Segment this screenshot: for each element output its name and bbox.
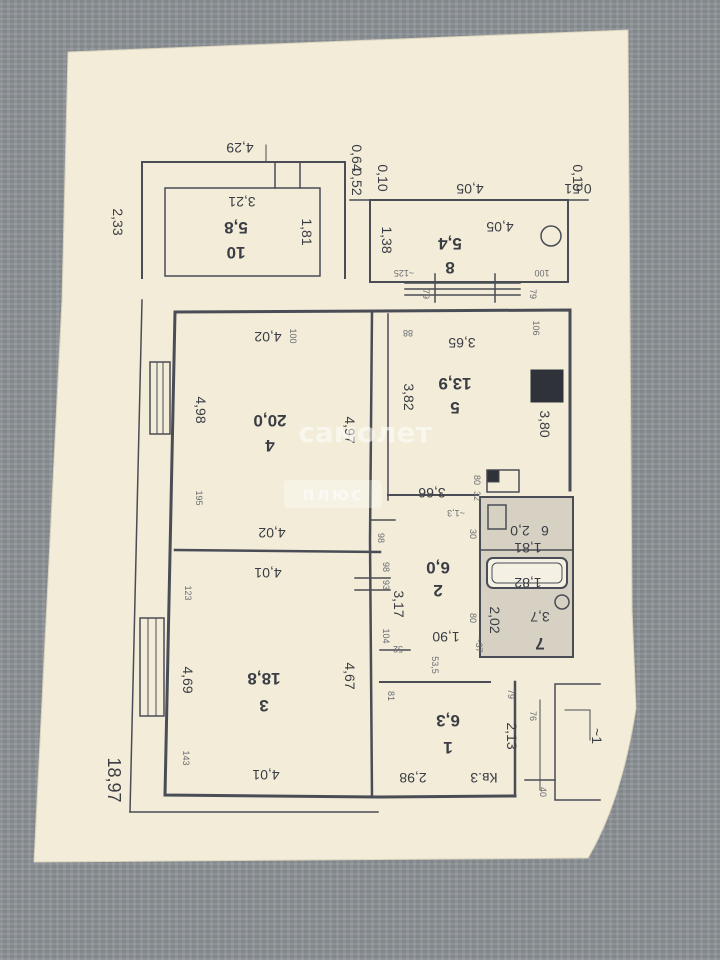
- toilet-icon: [487, 504, 507, 530]
- room-8-id: 8: [445, 258, 454, 277]
- room-4-id: 4: [265, 436, 275, 455]
- dim-051: 0,51: [564, 181, 591, 197]
- room-4-top-width: 4,02: [254, 329, 281, 345]
- room-2-dim-104: 104: [381, 628, 391, 643]
- dim-79-left: 79: [421, 289, 431, 299]
- room-3-dim-143: 143: [181, 750, 191, 765]
- room-5-width: 3,65: [448, 335, 475, 351]
- room-3-bottom-width: 4,01: [252, 767, 279, 783]
- room-3-right-height: 4,67: [342, 662, 358, 689]
- room-8-outline: [369, 199, 569, 283]
- room-6-dim-80: 80: [472, 475, 482, 485]
- dim-064: 0,64: [349, 144, 365, 171]
- room-4-dim-195: 195: [194, 490, 204, 505]
- room-8-width: 4,05: [486, 219, 513, 235]
- room-7-id: 7: [535, 634, 544, 653]
- stove-icon: [530, 369, 564, 403]
- room-6-id: 6: [541, 523, 549, 539]
- room-3-top-width: 4,01: [254, 565, 281, 581]
- room-6-dim-30: 30: [468, 529, 478, 539]
- dim-010: 0,10: [375, 164, 391, 191]
- room-1-dim-76: 76: [528, 711, 538, 721]
- wall-room4-room5: [368, 310, 374, 799]
- room-4-bottom-width: 4,02: [258, 525, 285, 541]
- watermark-line-2: плюс: [302, 484, 364, 505]
- room-8-height: 1,38: [379, 226, 395, 253]
- room-2-dim-52: 52: [393, 644, 403, 654]
- plan-labels: 18,97 2,33 4,29 10 5,8 3,21 1,81 8 5,4 4…: [104, 140, 605, 803]
- room-1-id: 1: [443, 738, 452, 757]
- room-6-width: 1,81: [514, 540, 541, 556]
- room-2-dim-535: 53,5: [430, 656, 440, 674]
- main-outline: [163, 308, 572, 799]
- room-3-id: 3: [259, 696, 268, 715]
- room-2-dim-98: 98: [381, 562, 391, 572]
- room-8-note-2: 100: [534, 268, 549, 278]
- room-5-id: 5: [450, 398, 459, 417]
- wall-room4-room3: [173, 548, 382, 554]
- watermark: самолет плюс: [284, 416, 432, 508]
- dim-79-right: 79: [528, 289, 538, 299]
- room-4-dim-100: 100: [288, 328, 298, 343]
- balcony-top-outline: [141, 161, 346, 279]
- bathtub: [486, 557, 568, 589]
- room-6-area: 2,0: [510, 523, 530, 539]
- room-7-width: 2,02: [487, 606, 503, 633]
- room-2-id: 2: [433, 581, 442, 600]
- room-6-dim-32: 32: [472, 491, 482, 501]
- room-2-dim-37: ~37: [474, 637, 484, 652]
- room-8-top-width: 4,05: [456, 181, 483, 197]
- dim-019: 0,19: [570, 164, 586, 191]
- room-7-area: 3,7: [530, 609, 550, 625]
- overall-top-label: 4,29: [226, 140, 253, 156]
- room-1-area: 6,3: [436, 711, 460, 730]
- room-5-area: 13,9: [438, 374, 471, 393]
- room-1-dim-1: ~1: [589, 728, 605, 744]
- overall-height-label: 18,97: [104, 757, 124, 802]
- room-3-dim-123: 123: [183, 585, 193, 600]
- overall-left-label: 2,33: [110, 208, 126, 235]
- room-5-bottom: 3,66: [418, 485, 445, 501]
- room-1-height: 2,13: [504, 722, 520, 749]
- room-5-right-height: 3,80: [537, 410, 553, 437]
- room-8-area: 5,4: [438, 234, 462, 253]
- watermark-line-1: самолет: [298, 416, 432, 449]
- plan-drawing: [129, 144, 601, 813]
- dim-052: 0,52: [349, 168, 365, 195]
- apartment-label: Кв.3: [470, 770, 497, 786]
- room-4-left-height: 4,98: [193, 396, 209, 423]
- room-8-fixture-circle: [540, 225, 562, 247]
- room-5-dim-106: 106: [531, 320, 541, 335]
- room-4-right-height: 4,97: [342, 416, 358, 443]
- balcony-top-inner: [164, 187, 321, 277]
- bathtub-length: 1,82: [514, 575, 541, 591]
- room-2-width: 1,90: [432, 629, 459, 645]
- window-left-bottom: [139, 617, 165, 717]
- balcony-width: 3,21: [228, 194, 255, 210]
- sink-icon: [554, 594, 570, 610]
- room-3-left-height: 4,69: [180, 666, 196, 693]
- room-1-width: 2,98: [399, 770, 426, 786]
- room-1-dim-81: 81: [386, 691, 396, 701]
- room-3-area: 18,8: [247, 669, 280, 688]
- room-6-note: ~1,3: [447, 508, 465, 518]
- room-2-dim-80: 80: [468, 613, 478, 623]
- room-8-note-1: ~125: [394, 268, 414, 278]
- room-2-area: 6,0: [426, 558, 450, 577]
- room-2-dim-93: 93: [381, 580, 391, 590]
- room-1-dim-79: 79: [506, 689, 516, 699]
- balcony-height: 1,81: [299, 218, 315, 245]
- balcony-area: 5,8: [224, 218, 248, 237]
- watermark-badge: [284, 480, 382, 508]
- room-2-height: 3,17: [391, 590, 407, 617]
- room-5-left-height: 3,82: [401, 383, 417, 410]
- room-4-area: 20,0: [253, 411, 286, 430]
- room-5-dim-88: 88: [403, 328, 413, 338]
- room-4-dim-98: 98: [376, 533, 386, 543]
- window-left-top: [149, 361, 171, 435]
- room-1-dim-40: 40: [538, 787, 548, 797]
- balcony-id: 10: [227, 243, 246, 262]
